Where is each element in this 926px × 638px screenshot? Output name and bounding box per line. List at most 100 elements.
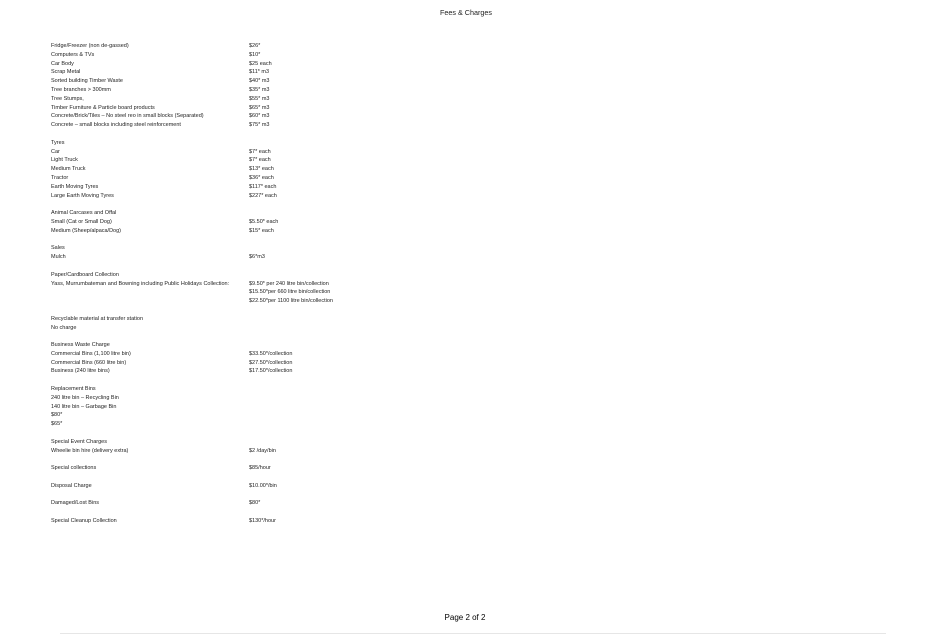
fee-label: Computers & TVs bbox=[51, 51, 95, 58]
fee-value: $36* each bbox=[249, 174, 274, 181]
fee-row: Mulch $6*m3 bbox=[51, 253, 381, 262]
fee-label: Car Body bbox=[51, 60, 74, 67]
fee-label: Concrete/Brick/Tiles – No steel reo in s… bbox=[51, 113, 204, 120]
section-heading: Animal Carcases and Offal bbox=[51, 209, 381, 218]
fee-label: Small (Cat or Small Dog) bbox=[51, 218, 112, 225]
fee-label: Earth Moving Tyres bbox=[51, 183, 99, 190]
fee-value: $35* m3 bbox=[249, 86, 270, 93]
fee-label: Special Cleanup Collection bbox=[51, 518, 117, 525]
section-heading: Business Waste Charge bbox=[51, 341, 381, 350]
fee-label: Car bbox=[51, 148, 60, 155]
fee-row: $80* bbox=[51, 411, 381, 420]
fee-label: Special collections bbox=[51, 465, 97, 472]
section-heading-text: Recyclable material at transfer station bbox=[51, 315, 144, 322]
section-heading-text: Sales bbox=[51, 245, 65, 252]
fee-row: 240 litre bin – Recycling Bin bbox=[51, 394, 381, 403]
page-number: Page 2 of 2 bbox=[444, 613, 486, 622]
fee-label: Concrete – small blocks including steel … bbox=[51, 122, 181, 129]
section-heading-text: Special Event Charges bbox=[51, 438, 107, 445]
fee-label: Large Earth Moving Tyres bbox=[51, 192, 114, 199]
fee-row: $65* bbox=[51, 420, 381, 429]
fee-label: Tree Stumps, bbox=[51, 95, 84, 102]
fee-row: Disposal Charge $10.00*/bin bbox=[51, 482, 381, 491]
fee-label: Light Truck bbox=[51, 157, 78, 164]
fee-row: Special collections$85/hour bbox=[51, 464, 381, 473]
fee-label: Disposal Charge bbox=[51, 482, 92, 489]
blank-line bbox=[51, 508, 381, 517]
fee-row: Scrap Metal $11* m3 bbox=[51, 68, 381, 77]
fee-label: Commercial Bins (1,100 litre bin) bbox=[51, 350, 131, 357]
fee-label: Scrap Metal bbox=[51, 69, 81, 76]
fee-row: $15.50*per 660 litre bin/collection bbox=[51, 288, 381, 297]
fee-value: $65* m3 bbox=[249, 104, 270, 111]
blank-line bbox=[51, 473, 381, 482]
fee-value: $13* each bbox=[249, 166, 274, 173]
fee-value: $10.00*/bin bbox=[249, 482, 277, 489]
section-heading: Special Event Charges bbox=[51, 438, 381, 447]
fee-label: Yass, Murrumbateman and Bowning includin… bbox=[51, 280, 230, 287]
scan-edge-divider bbox=[60, 633, 886, 634]
fee-label: $80* bbox=[51, 412, 63, 419]
fee-row: No charge bbox=[51, 324, 381, 333]
fee-label: Sorted building Timber Waste bbox=[51, 78, 123, 85]
blank-line bbox=[51, 130, 381, 139]
fee-value: $227* each bbox=[249, 192, 277, 199]
fee-label: Business (240 litre bins) bbox=[51, 368, 110, 375]
fee-value: $80* bbox=[249, 500, 261, 507]
section-heading-text: Animal Carcases and Offal bbox=[51, 210, 117, 217]
fee-label: Fridge/Freezer (non de-gassed) bbox=[51, 43, 129, 49]
fee-value: $9.50* per 240 litre bin/collection bbox=[249, 280, 329, 287]
fee-label: 140 litre bin – Garbage Bin bbox=[51, 403, 117, 410]
blank-line bbox=[51, 306, 381, 315]
fee-label: 240 litre bin – Recycling Bin bbox=[51, 394, 119, 401]
page-title: Fees & Charges bbox=[440, 8, 492, 17]
fee-row: Commercial Bins (1,100 litre bin)$33.50*… bbox=[51, 350, 381, 359]
blank-line bbox=[51, 200, 381, 209]
fee-row: Yass, Murrumbateman and Bowning includin… bbox=[51, 280, 381, 289]
fee-row: Sorted building Timber Waste $40* m3 bbox=[51, 77, 381, 86]
section-heading: Tyres bbox=[51, 139, 381, 148]
fee-row: Fridge/Freezer (non de-gassed) $26* bbox=[51, 42, 381, 51]
fee-value: $11* m3 bbox=[249, 69, 270, 76]
fee-value: $75* m3 bbox=[249, 122, 270, 129]
blank-line bbox=[51, 376, 381, 385]
fee-row: $22.50*per 1100 litre bin/collection bbox=[51, 297, 381, 306]
fee-row: Light Truck$7* each bbox=[51, 156, 381, 165]
fee-value: $17.50*/collection bbox=[249, 368, 293, 375]
fee-label: No charge bbox=[51, 324, 77, 331]
fee-row: Earth Moving Tyres $117* each bbox=[51, 183, 381, 192]
fee-row: Concrete/Brick/Tiles – No steel reo in s… bbox=[51, 112, 381, 121]
fee-label: Commercial Bins (660 litre bin) bbox=[51, 359, 127, 366]
section-heading-text: Tyres bbox=[51, 139, 65, 146]
fee-label: Medium (Sheep/alpaca/Dog) bbox=[51, 227, 122, 234]
blank-line bbox=[51, 429, 381, 438]
section-heading: Recyclable material at transfer station bbox=[51, 315, 381, 324]
fee-row: Commercial Bins (660 litre bin) $27.50*/c… bbox=[51, 359, 381, 368]
fee-value: $15.50*per 660 litre bin/collection bbox=[249, 289, 331, 296]
fee-value: $40* m3 bbox=[249, 78, 270, 85]
fee-row: Damaged/Lost Bins$80* bbox=[51, 499, 381, 508]
fee-row: Car $7* each bbox=[51, 148, 381, 157]
fee-row: Medium Truck$13* each bbox=[51, 165, 381, 174]
fee-row: Large Earth Moving Tyres $227* each bbox=[51, 192, 381, 201]
fee-label: Mulch bbox=[51, 254, 66, 261]
fee-value: $117* each bbox=[249, 183, 277, 190]
fee-value: $2 /day/bin bbox=[249, 447, 276, 454]
fee-label: $65* bbox=[51, 421, 63, 428]
fee-row: Concrete – small blocks including steel … bbox=[51, 121, 381, 130]
fee-value: $60* m3 bbox=[249, 113, 270, 120]
fee-value: $10* bbox=[249, 51, 261, 58]
fee-value: $26* bbox=[249, 43, 261, 49]
blank-line bbox=[51, 332, 381, 341]
fee-row: Computers & TVs $10* bbox=[51, 51, 381, 60]
section-heading-text: Replacement Bins bbox=[51, 386, 96, 393]
fee-value: $25 each bbox=[249, 60, 272, 67]
fee-value: $5.50* each bbox=[249, 218, 279, 225]
fees-list: Fridge/Freezer (non de-gassed) $26* Comput… bbox=[51, 42, 381, 526]
fee-row: Special Cleanup Collection$130*/hour bbox=[51, 517, 381, 526]
fee-value: $6*m3 bbox=[249, 254, 265, 261]
fee-row: Tree Stumps,$55* m3 bbox=[51, 95, 381, 104]
fee-row: Timber Furniture & Particle board produc… bbox=[51, 104, 381, 113]
fee-value: $27.50*/collection bbox=[249, 359, 293, 366]
fee-value: $7* each bbox=[249, 148, 271, 155]
